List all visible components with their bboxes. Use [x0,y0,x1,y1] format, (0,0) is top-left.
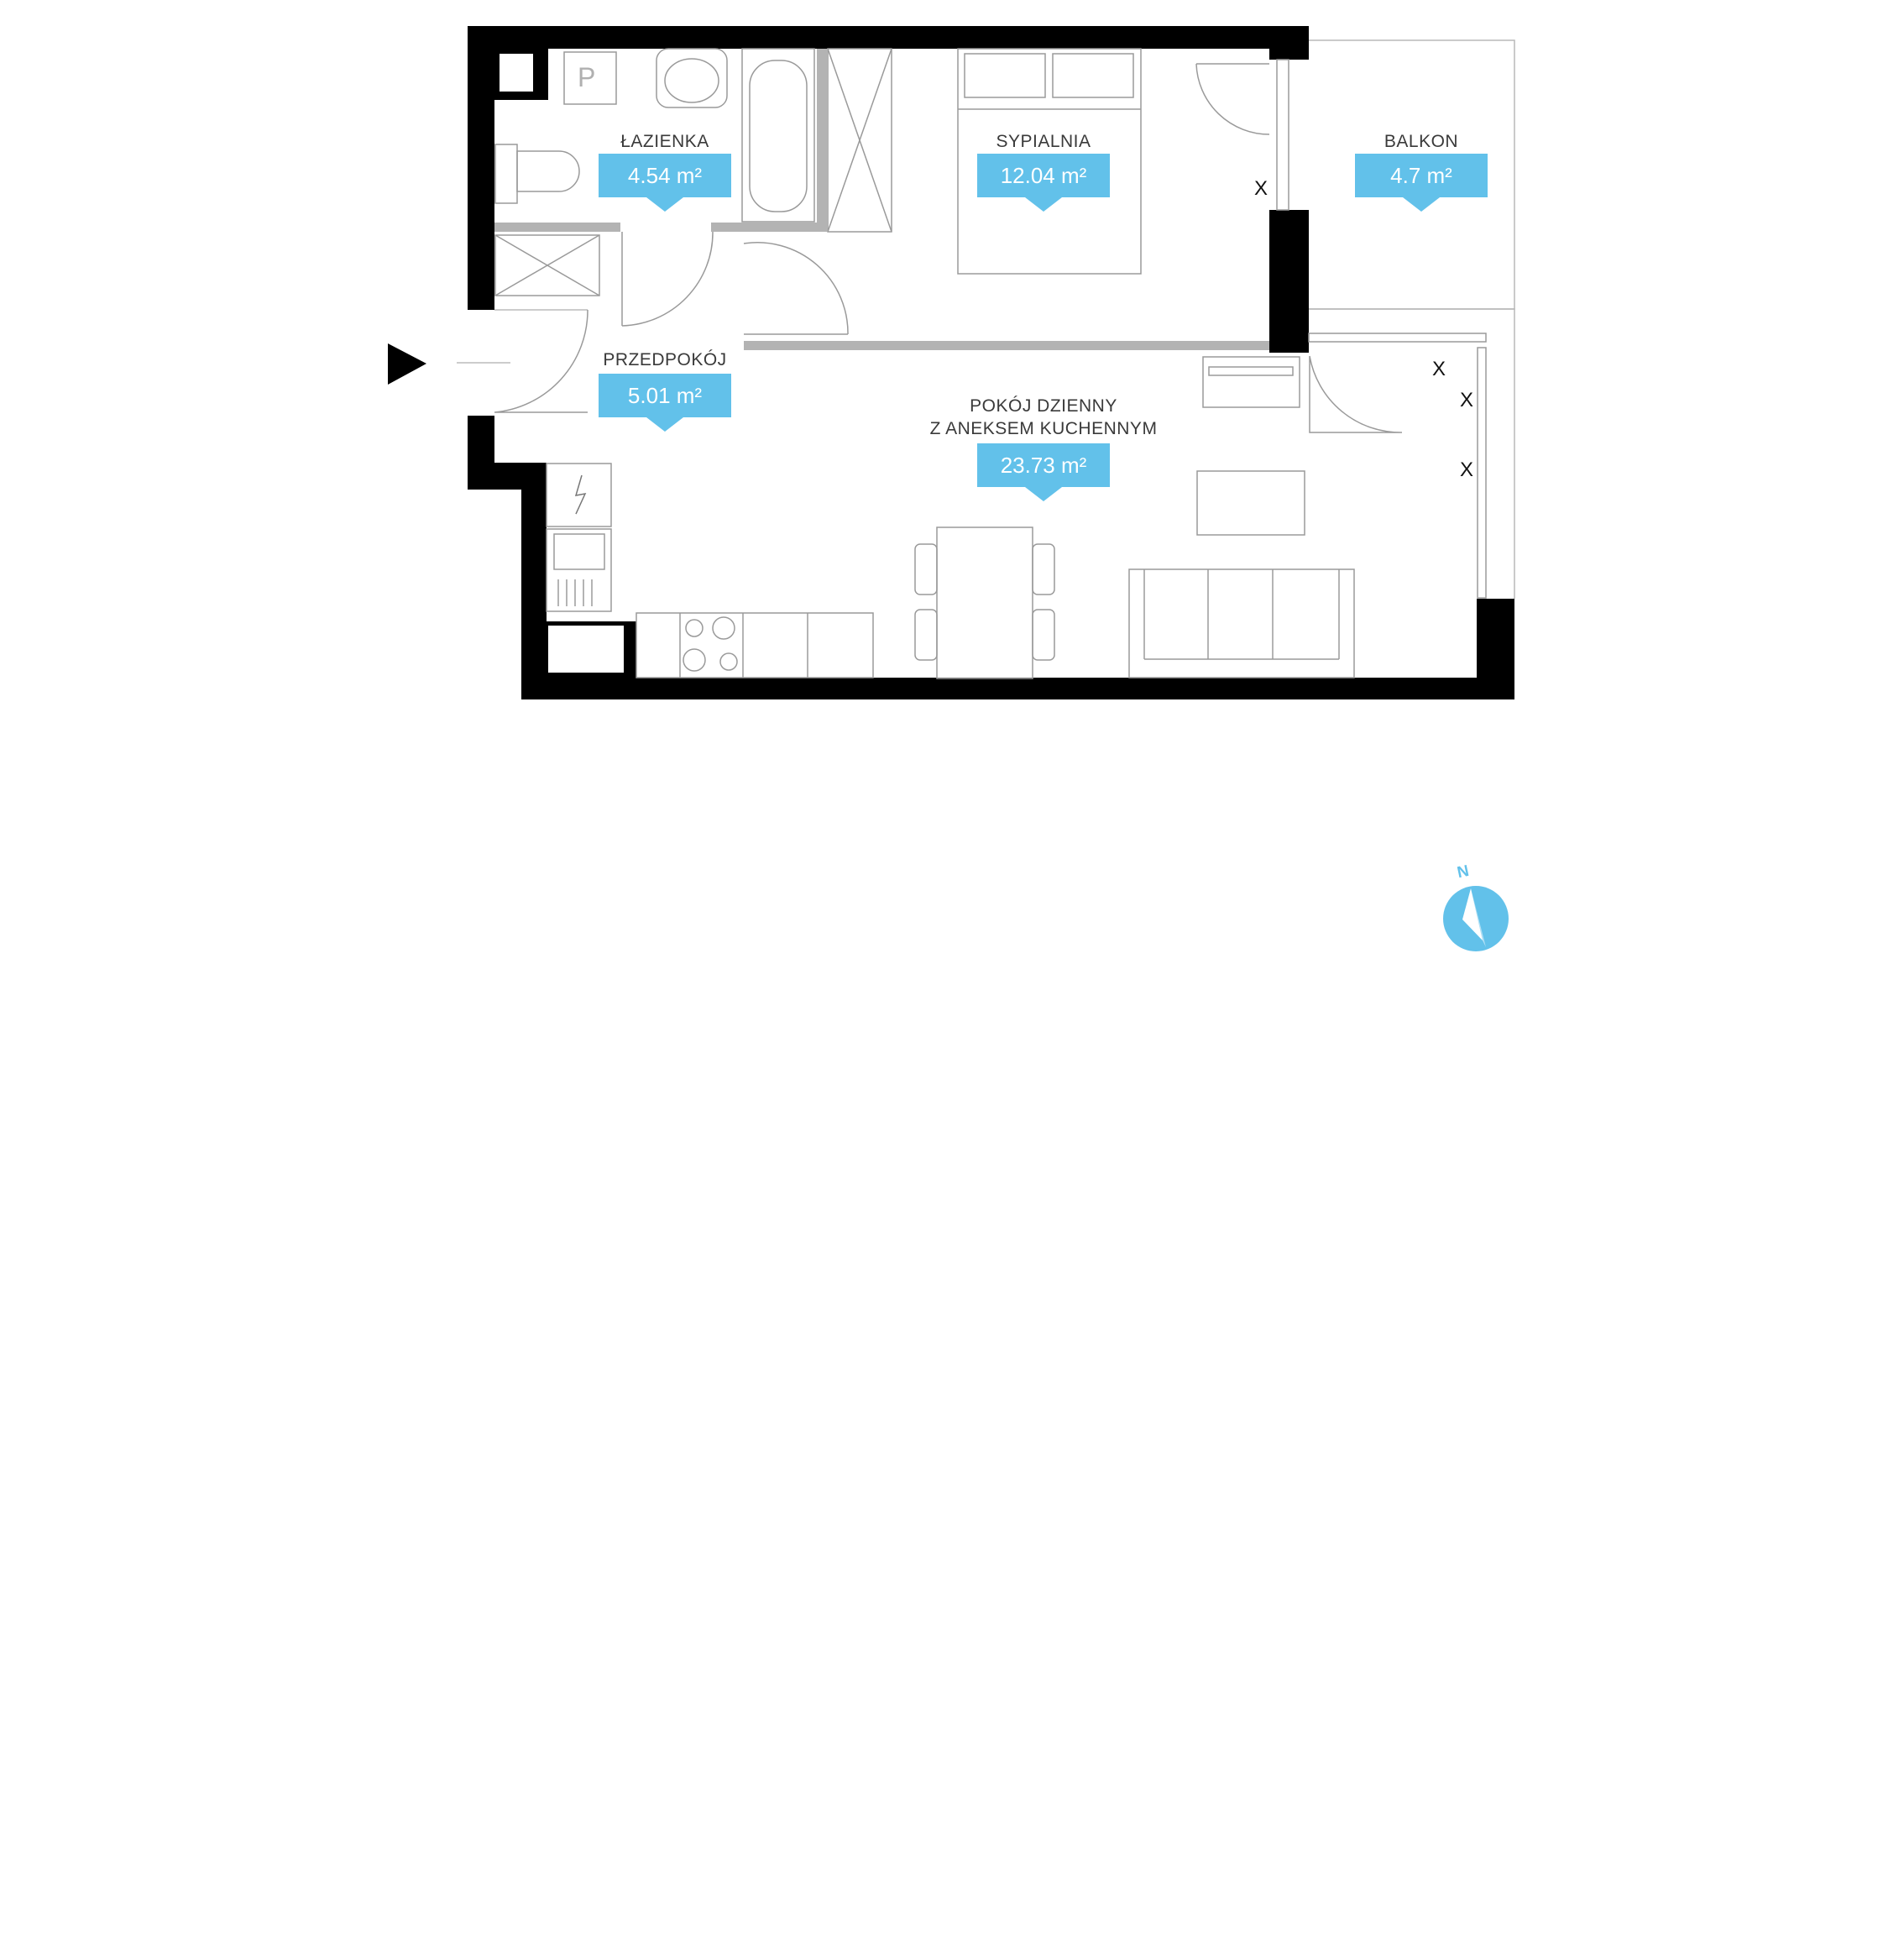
wall-right-upper [1269,26,1309,60]
entrance-door-swing [494,309,588,413]
dining-table [936,526,1033,679]
burner [685,619,704,637]
kitchen-counter [636,612,874,678]
outer-walls [468,26,1514,699]
balcony-door-living [1309,355,1403,433]
partition-bedroom-living [744,341,1269,350]
sofa-icon [1128,568,1355,678]
chair-1 [914,543,938,595]
area-badge-living: 23.73 m² [977,443,1110,501]
wall-bottom [521,678,1514,699]
wall-top [468,26,1309,49]
window-marker: X [1460,389,1474,411]
electric-icon [574,474,587,515]
bathroom-fixtures [494,48,892,296]
living-furniture [914,356,1355,679]
window-marker: X [1460,458,1474,481]
burner [719,652,738,671]
burner [712,616,735,640]
fridge-box [546,463,612,527]
bed-icon [957,48,1142,275]
compass-icon [1443,886,1509,951]
sink-icon [664,58,719,103]
bedroom-door-swing [743,242,849,335]
toilet-tank [494,144,518,204]
wall-left-kitchen [521,463,547,699]
wall-right-lower [1477,599,1514,699]
chair-3 [1032,543,1055,595]
kitchen [546,463,874,678]
window-living-right [1477,347,1487,599]
bathtub-inner [749,60,808,212]
area-badge-bedroom: 12.04 m² [977,154,1110,212]
room-name-hallway: PRZEDPOKÓJ [603,350,727,369]
room-name-bathroom: ŁAZIENKA [620,132,709,151]
window-bedroom-balcony [1276,59,1289,211]
partitions [494,49,1269,350]
sink-counter [656,48,728,108]
window-marker: X [1254,177,1268,200]
shower-area [827,48,892,233]
washer-box [494,234,600,296]
balcony-door-bedroom [1195,63,1270,135]
doors [494,63,1403,433]
chair-4 [1032,609,1055,661]
area-badge-bathroom: 4.54 m² [599,154,731,212]
chair-2 [914,609,938,661]
window-marker: X [1432,358,1446,380]
windows [1276,59,1487,599]
area-badge-hallway: 5.01 m² [599,374,731,432]
partition-bathroom-hall [494,223,620,232]
burner [683,648,706,672]
area-badge-balcony: 4.7 m² [1355,154,1488,212]
partition-bathroom-hall-2 [711,223,822,232]
room-name-living-line2: Z ANEKSEM KUCHENNYM [929,419,1158,438]
coffee-table [1196,470,1305,536]
room-name-bedroom: SYPIALNIA [996,132,1091,151]
kitchen-sink [546,528,612,612]
pantry-box [563,51,617,105]
wall-right-mid [1269,210,1309,353]
partition-bathroom-bedroom [817,49,827,232]
tv-stand [1202,356,1300,408]
balcony-outline [1309,39,1515,599]
bathroom-door-swing [621,231,714,327]
shaft-top-left-inner [500,54,533,92]
room-name-balcony: BALKON [1384,132,1459,151]
wall-left-upper [468,26,494,310]
shaft-bottom-left-inner [548,626,624,673]
bathtub-icon [741,48,815,223]
window-living-top [1308,333,1487,343]
room-name-living-line1: POKÓJ DZIENNY [970,396,1117,416]
pantry-label: P [578,62,596,92]
toilet-icon [516,150,580,192]
entrance-arrow-icon [388,343,426,385]
